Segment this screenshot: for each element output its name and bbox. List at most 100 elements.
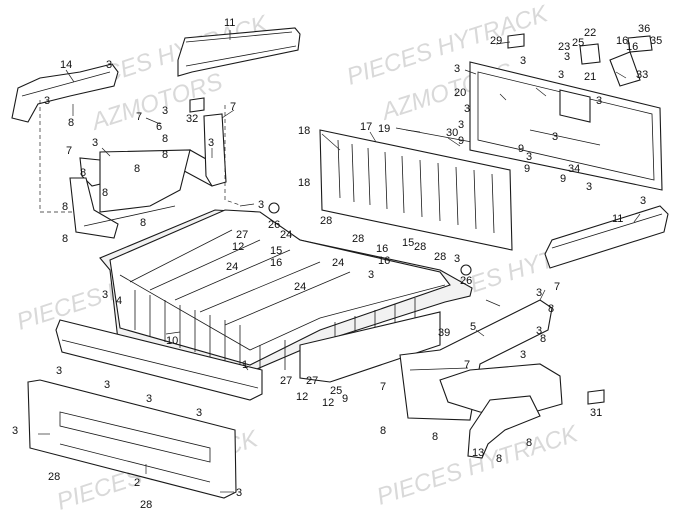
callout: 27 (306, 375, 318, 387)
callout: 28 (48, 471, 60, 483)
callout: 25 (330, 385, 342, 397)
callout: 3 (104, 379, 110, 391)
callout: 14 (60, 59, 72, 71)
cargo-bed (99, 209, 473, 383)
callout: 3 (44, 95, 50, 107)
callout: 3 (258, 199, 264, 211)
callout: 9 (560, 173, 566, 185)
callout: 24 (226, 261, 238, 273)
callout: 28 (352, 233, 364, 245)
callout: 26 (268, 219, 280, 231)
callout: 8 (162, 149, 168, 161)
callout: 15 (270, 245, 282, 257)
callout: 26 (460, 275, 472, 287)
callout: 3 (56, 365, 62, 377)
callout: 3 (564, 51, 570, 63)
callout: 28 (434, 251, 446, 263)
callout: 9 (518, 143, 524, 155)
callout: 11 (612, 213, 623, 225)
side-panel-right (399, 299, 553, 421)
callout: 3 (640, 195, 646, 207)
callout: 8 (432, 431, 438, 443)
callout: 27 (236, 229, 248, 241)
callout: 3 (464, 103, 470, 115)
callout: 7 (66, 145, 72, 157)
assembly-boundary (224, 105, 241, 206)
callout: 19 (378, 123, 390, 135)
callout: 3 (92, 137, 98, 149)
callout: 3 (102, 289, 108, 301)
side-panel-left (27, 379, 237, 499)
rail-cover-top (177, 27, 301, 77)
callout: 31 (590, 407, 602, 419)
callout: 7 (554, 281, 560, 293)
callout: 8 (68, 117, 74, 129)
callout: 8 (540, 333, 546, 345)
callout: 33 (636, 69, 648, 81)
callout: 28 (414, 241, 426, 253)
callout: 3 (146, 393, 152, 405)
callout: 9 (342, 393, 348, 405)
callout: 9 (524, 163, 530, 175)
callout: 12 (296, 391, 308, 403)
callout: 30 (446, 127, 458, 139)
callout: 39 (438, 327, 450, 339)
fender-right (439, 363, 563, 459)
callout: 3 (520, 349, 526, 361)
callout: 6 (156, 121, 162, 133)
callout: 8 (162, 133, 168, 145)
callout: 16 (376, 243, 388, 255)
callout: 8 (496, 453, 502, 465)
callout: 12 (232, 241, 244, 253)
side-bracket-left (69, 113, 227, 239)
callout: 8 (80, 167, 86, 179)
callout: 8 (62, 233, 68, 245)
callout: 32 (186, 113, 198, 125)
callout: 5 (470, 321, 476, 333)
callout: 3 (552, 131, 558, 143)
rail-cover-left (55, 319, 263, 401)
divider-slots (337, 139, 495, 234)
callout: 7 (230, 101, 236, 113)
callout: 20 (454, 87, 466, 99)
callout: 8 (140, 217, 146, 229)
callout: 3 (558, 69, 564, 81)
callout: 3 (520, 55, 526, 67)
callout: 16 (378, 255, 390, 267)
callout: 8 (526, 437, 532, 449)
callout: 8 (380, 425, 386, 437)
callout: 16 (626, 41, 638, 53)
callout: 23 (558, 41, 570, 53)
callout: 29 (490, 35, 502, 47)
callout: 3 (196, 407, 202, 419)
callout: 3 (368, 269, 374, 281)
callout: 2 (134, 477, 140, 489)
callout-labels: 11 14 3 3 8 7 3 6 8 32 7 3 7 3 8 8 8 8 8… (12, 17, 662, 511)
callout: 24 (332, 257, 344, 269)
callout: 24 (294, 281, 306, 293)
callout: 3 (162, 105, 168, 117)
callout: 3 (106, 59, 112, 71)
tailgate-rear (469, 61, 663, 191)
callout: 18 (298, 125, 310, 137)
corner-cap-left (11, 63, 119, 123)
clip-part (189, 97, 205, 113)
callout: 3 (596, 95, 602, 107)
callout: 18 (298, 177, 310, 189)
callout: 8 (102, 187, 108, 199)
callout: 22 (584, 27, 596, 39)
callout: 13 (472, 447, 484, 459)
callout: 8 (62, 201, 68, 213)
callout: 3 (208, 137, 214, 149)
latch-assembly (507, 33, 653, 87)
grommet (460, 264, 472, 276)
callout: 25 (572, 37, 584, 49)
callout: 3 (526, 151, 532, 163)
callout: 12 (322, 397, 334, 409)
callout: 3 (236, 487, 242, 499)
callout: 3 (454, 63, 460, 75)
callout: 10 (166, 335, 178, 347)
callout: 8 (548, 303, 554, 315)
callout: 11 (224, 17, 235, 29)
